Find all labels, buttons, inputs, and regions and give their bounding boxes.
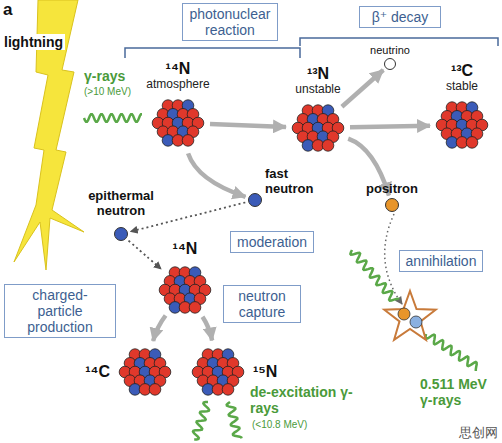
gamma-wave <box>84 114 142 122</box>
reaction-arrow <box>210 124 286 127</box>
node-caption: epithermal neutron <box>81 189 161 218</box>
box-label: neutron capture <box>230 288 294 320</box>
node-caption: ¹³Cstable <box>446 62 478 93</box>
nucleus-balls <box>433 96 491 154</box>
bracket <box>125 48 300 58</box>
nucleus-balls <box>149 94 207 152</box>
node-label: fast neutron <box>265 167 325 196</box>
dotted-arrow <box>129 241 161 269</box>
nucleus: ¹³Cstable <box>433 96 491 154</box>
node-label: ¹⁴C <box>85 363 110 381</box>
nucleus-balls <box>156 261 214 319</box>
reaction-arrow <box>188 153 245 196</box>
node-label: stable <box>446 80 478 93</box>
gamma-wave <box>426 334 477 371</box>
watermark: 思创网 <box>459 426 498 441</box>
node-label: epithermal neutron <box>81 189 161 218</box>
box-label: charged-particle production <box>11 287 109 335</box>
box-label: photonuclear reaction <box>189 6 271 38</box>
electron-particle <box>410 316 422 328</box>
box-label: β⁺ decay <box>366 9 434 25</box>
nucleus-balls <box>116 343 174 401</box>
reaction-arrow <box>203 317 213 341</box>
annotation: (>10 MeV) <box>84 86 131 98</box>
node-label: unstable <box>295 83 340 96</box>
node-label: ¹³N <box>295 65 340 83</box>
reaction-arrow <box>350 126 430 128</box>
positron-particle <box>398 308 410 320</box>
node-caption: positron <box>366 182 418 196</box>
annihilation-star <box>384 291 435 340</box>
particle: positron <box>385 198 399 212</box>
nucleus: ¹³Nunstable <box>289 99 347 157</box>
nucleus: ¹⁴N <box>156 261 214 319</box>
particle: fast neutron <box>248 193 262 207</box>
particle: epithermal neutron <box>114 227 128 241</box>
node-caption: ¹⁴N <box>173 240 198 258</box>
node-caption: neutrino <box>370 44 410 56</box>
node-label: atmosphere <box>146 78 209 91</box>
process-box: annihilation <box>399 250 484 272</box>
panel-label: a <box>3 0 12 20</box>
gamma-waves <box>84 114 477 439</box>
dotted-arrow <box>131 203 246 232</box>
box-label: annihilation <box>406 253 477 269</box>
nucleus: ¹⁵N <box>189 343 247 401</box>
process-box: photonuclear reaction <box>182 3 278 41</box>
nucleus-balls <box>189 343 247 401</box>
annotation: γ-rays <box>84 68 125 84</box>
node-caption: ¹⁴Natmosphere <box>146 60 209 91</box>
node-label: positron <box>366 182 418 196</box>
gamma-wave <box>193 402 209 440</box>
node-label: ¹⁵N <box>253 363 277 381</box>
process-box: moderation <box>230 231 314 253</box>
gamma-wave <box>350 250 398 301</box>
node-label: ¹³C <box>446 62 478 80</box>
node-caption: ¹⁴C <box>85 363 110 381</box>
process-box: neutron capture <box>223 285 301 323</box>
node-caption: fast neutron <box>265 167 325 196</box>
node-caption: ¹³Nunstable <box>295 65 340 96</box>
nucleus: ¹⁴C <box>116 343 174 401</box>
process-box: charged-particle production <box>4 284 116 338</box>
reaction-arrow <box>342 70 383 107</box>
node-label: ¹⁴N <box>146 60 209 78</box>
box-label: moderation <box>237 234 307 250</box>
node-label: ¹⁴N <box>173 240 198 258</box>
panel-label: lightning <box>2 34 65 50</box>
particle: neutrino <box>384 58 396 70</box>
annotation: 0.511 MeV γ-rays <box>420 376 498 408</box>
reaction-arrow <box>153 316 166 342</box>
node-label: neutrino <box>370 44 410 56</box>
annotation: de-excitation γ-rays <box>250 384 354 416</box>
gamma-wave <box>227 402 242 438</box>
annotation: (<10.8 MeV) <box>252 419 307 431</box>
nucleus: ¹⁴Natmosphere <box>149 94 207 152</box>
process-box: β⁺ decay <box>359 6 441 28</box>
nucleus-balls <box>289 99 347 157</box>
node-caption: ¹⁵N <box>253 363 277 381</box>
